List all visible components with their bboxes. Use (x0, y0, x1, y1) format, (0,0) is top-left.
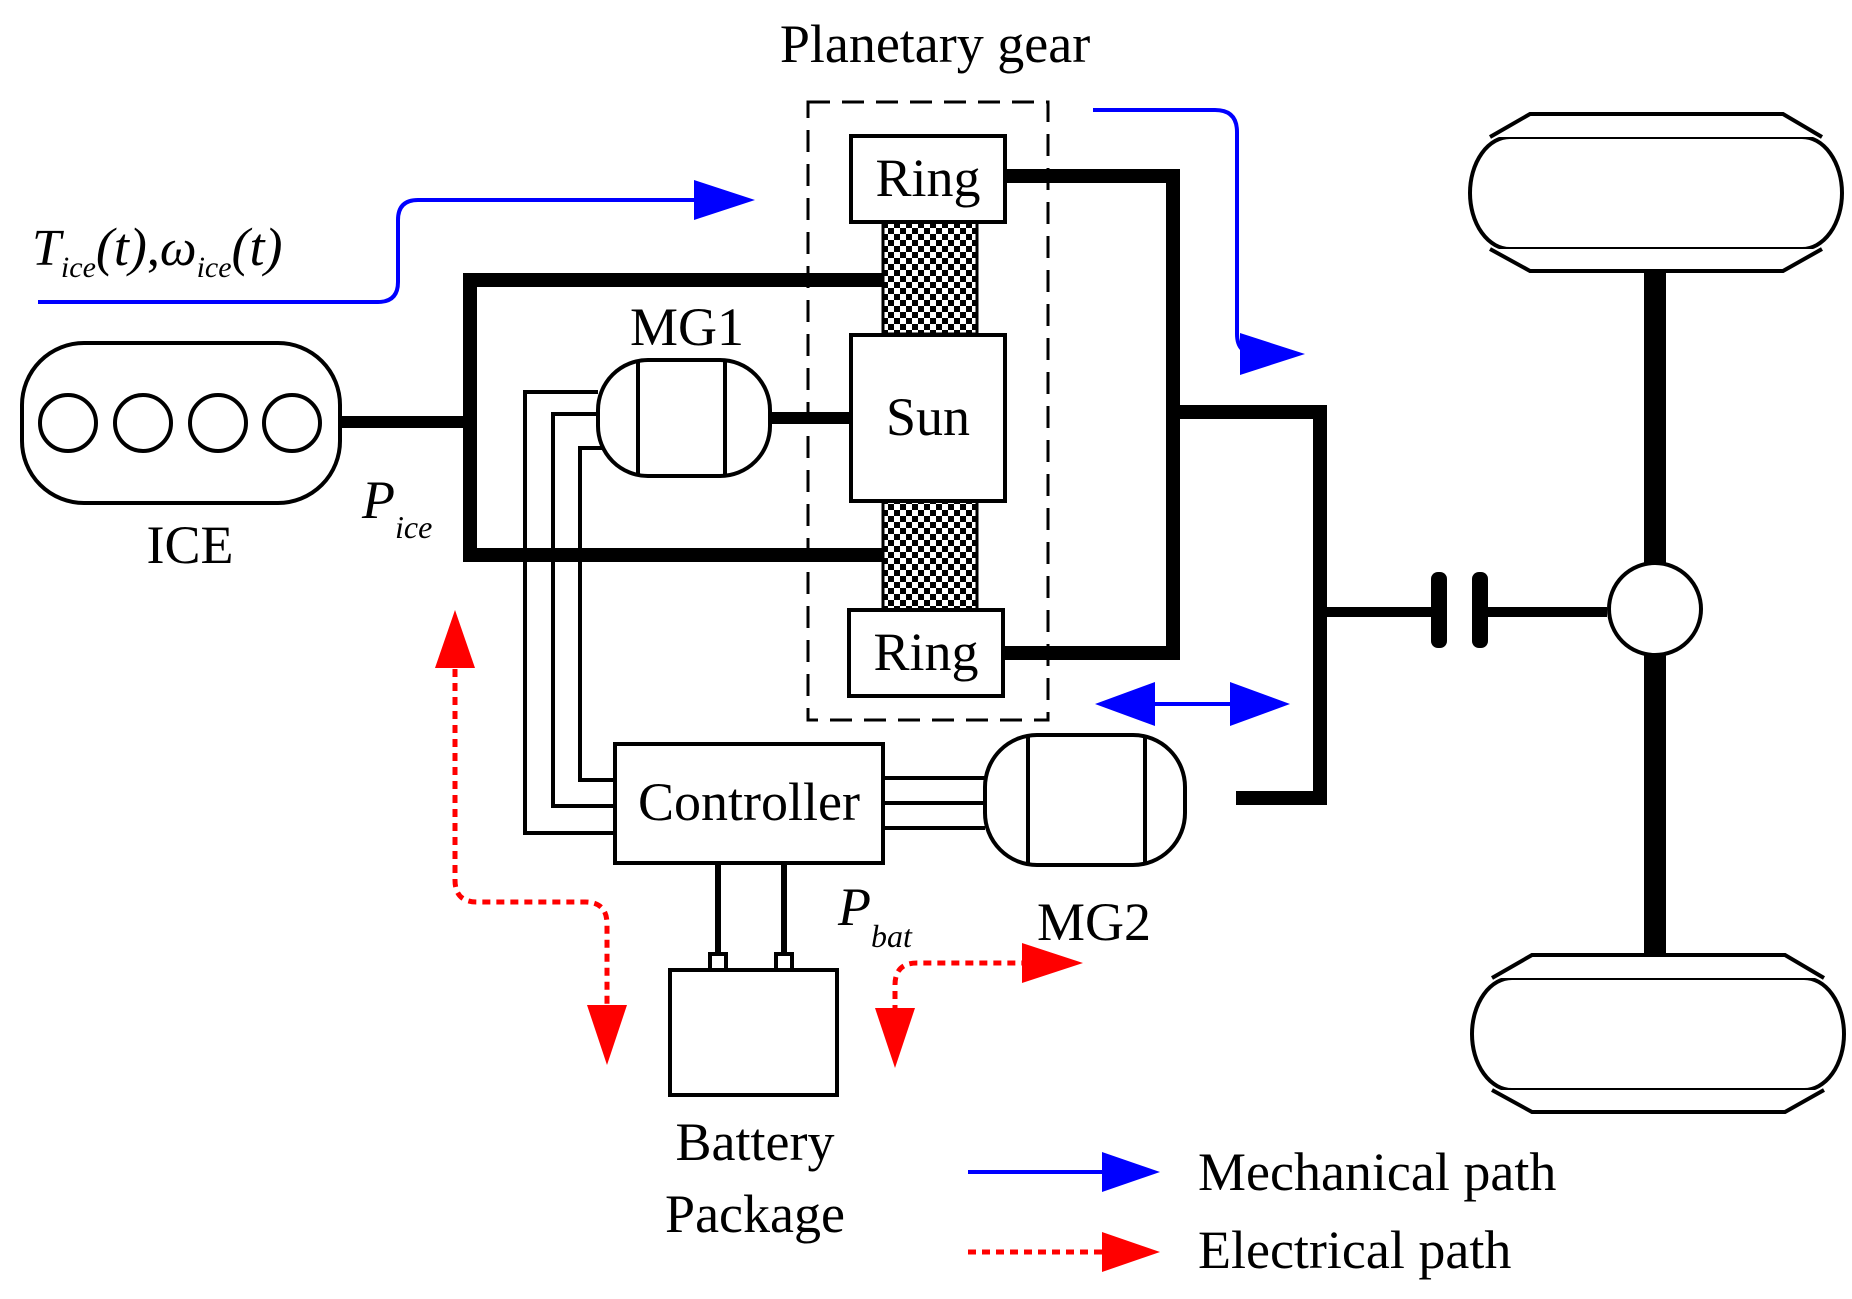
arrow-down-icon (587, 1005, 627, 1065)
ice-input-signal-label: Tice(t),ωice(t) (32, 217, 283, 284)
planetary-gear-enclosure (806, 100, 1050, 722)
ice-label: ICE (147, 515, 234, 575)
mechanical-path-mg2 (1095, 682, 1290, 726)
battery-label-line2: Package (665, 1184, 845, 1244)
ring-top-box (849, 134, 1007, 224)
legend-mechanical-label: Mechanical path (1198, 1142, 1556, 1202)
arrow-left-icon (1095, 682, 1155, 726)
ice-shaft (340, 273, 883, 562)
clutch (1431, 572, 1488, 648)
cylinder-icon (262, 393, 322, 453)
arrow-right-icon (1230, 682, 1290, 726)
arrow-right-icon (1102, 1232, 1160, 1272)
planetary-gear-title: Planetary gear (780, 14, 1090, 74)
legend-electrical-label: Electrical path (1198, 1220, 1511, 1280)
ring-bottom-label: Ring (873, 622, 978, 682)
mg2-motor (983, 733, 1187, 867)
mg1-controller-wiring (523, 390, 615, 835)
mg1-label: MG1 (630, 297, 744, 357)
legend-mechanical: Mechanical path (968, 1142, 1556, 1202)
legend-electrical: Electrical path (968, 1220, 1511, 1280)
mechanical-path-output (1093, 108, 1305, 375)
controller-box (613, 742, 885, 865)
ice-engine (20, 341, 342, 505)
ring-frame (1003, 169, 1440, 805)
cylinder-icon (38, 393, 98, 453)
wheel-top (1468, 112, 1844, 273)
battery-wiring (715, 863, 787, 955)
arrow-down-icon (875, 1008, 915, 1068)
ring-bottom-box (847, 608, 1005, 698)
differential (1607, 561, 1703, 657)
p-bat-label: Pbat (837, 877, 913, 954)
legend: Mechanical path Electrical path (968, 1142, 1556, 1280)
ring-top-label: Ring (875, 148, 980, 208)
vehicle-axle (1607, 252, 1703, 958)
electrical-path-ice-battery (435, 610, 627, 1065)
sun-label: Sun (886, 387, 970, 447)
arrow-up-icon (435, 610, 475, 668)
arrow-right-icon (1102, 1152, 1160, 1192)
controller-mg2-wiring (883, 776, 985, 830)
wheel-bottom (1470, 953, 1846, 1114)
cylinder-icon (188, 393, 248, 453)
mg1-motor (596, 358, 772, 478)
arrow-right-icon (694, 180, 755, 220)
arrow-right-icon (1240, 333, 1305, 375)
pinion-top (881, 220, 979, 336)
pinion-bottom (881, 498, 979, 612)
p-ice-label: Pice (361, 470, 432, 545)
arrow-right-icon (1022, 943, 1083, 983)
battery-label-line1: Battery (676, 1112, 835, 1172)
controller-label: Controller (638, 772, 860, 832)
mechanical-path-input (38, 180, 755, 304)
cylinder-icon (113, 393, 173, 453)
mg2-label: MG2 (1037, 892, 1151, 952)
battery-icon (668, 952, 839, 1097)
electrical-path-battery-mg2 (875, 943, 1083, 1068)
